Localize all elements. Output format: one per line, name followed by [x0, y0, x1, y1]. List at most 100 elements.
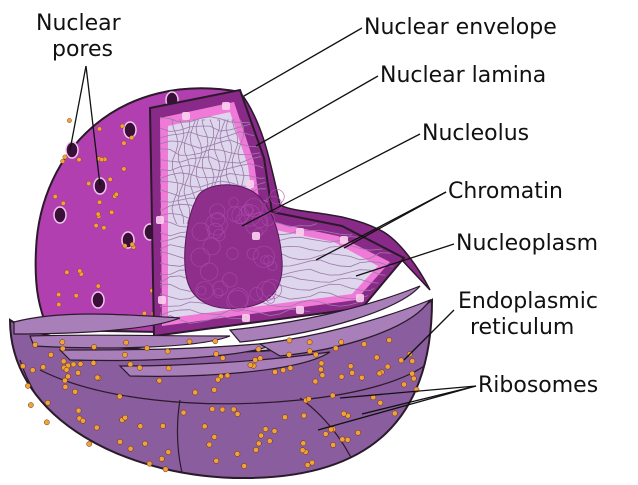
ribosome [234, 411, 241, 417]
ribosome [60, 358, 67, 365]
outer-ribosome [93, 223, 99, 228]
ribosome [255, 440, 262, 447]
outer-ribosome [113, 191, 119, 197]
label-nucleolus: Nucleolus [422, 121, 529, 146]
ribosome [282, 414, 288, 421]
nucleolus-fibril [212, 280, 228, 297]
nuclear-pore [93, 177, 107, 195]
ribosome [215, 376, 221, 383]
nucleolus-texture [190, 189, 285, 312]
nucleolus-fibril [210, 212, 226, 227]
ribosome [213, 351, 220, 357]
ribosome [146, 460, 153, 467]
nucleolus-fibril [200, 262, 219, 281]
ribosome [306, 348, 313, 355]
ribosome [340, 410, 347, 417]
nucleolus-fibril [228, 197, 239, 208]
label-nuclear-pores-1: Nuclear [36, 11, 122, 36]
nucleolus-fibril [249, 287, 264, 301]
nucleolus-fibril [191, 222, 211, 241]
er-cisterna [258, 298, 432, 357]
ribosome [116, 393, 123, 400]
ribosome [192, 389, 199, 396]
endoplasmic-reticulum [8, 285, 434, 480]
ribosome [127, 361, 134, 368]
outer-ribosome [60, 200, 66, 206]
outer-ribosome [99, 157, 105, 162]
ribosome [213, 457, 220, 464]
ribosome [280, 367, 287, 374]
er-cisterna [13, 313, 181, 335]
ribosome [48, 351, 54, 358]
lamina-pore [296, 306, 304, 314]
ribosome [409, 358, 416, 364]
ribosome [262, 426, 269, 432]
ribosome [62, 384, 69, 390]
outer-ribosome [66, 118, 72, 123]
nucleolus-fibril [269, 189, 285, 205]
ribosome [209, 406, 216, 412]
ribosome [330, 442, 337, 448]
label-er-2: reticulum [470, 315, 574, 340]
ribosome [77, 361, 84, 367]
ribosome [75, 369, 81, 376]
ribosome [160, 423, 166, 429]
label-chromatin: Chromatin [448, 179, 563, 204]
chromatin-strand [177, 119, 185, 225]
ribosome [156, 377, 163, 384]
outer-ribosome [64, 269, 70, 275]
ribosome [286, 337, 293, 344]
nuclear-pore [91, 291, 105, 309]
ribosome [344, 436, 351, 443]
outer-ribosome [97, 126, 102, 132]
ribosome [300, 440, 307, 447]
ribosome [329, 392, 336, 399]
lamina-pore [246, 180, 254, 188]
ribosome [59, 345, 66, 352]
outer-ribosome [62, 154, 68, 160]
ribosome [247, 362, 254, 368]
outer-ribosome [56, 292, 62, 297]
nuclear-pore [65, 141, 79, 159]
ribosome [322, 431, 329, 437]
er-cisterna [228, 285, 421, 343]
diagram-labels: Nuclear pores Nuclear envelope Nuclear l… [36, 11, 598, 398]
ribosome [122, 351, 128, 358]
outer-ribosome [119, 123, 125, 129]
ribosome [43, 419, 50, 426]
outer-ribosome [121, 166, 127, 172]
ribosome [347, 363, 354, 370]
ribosome [201, 423, 208, 430]
ribosome [409, 370, 416, 377]
outer-ribosome [77, 268, 83, 274]
outer-ribosome [129, 242, 135, 247]
outer-ribosome [76, 157, 82, 163]
ribosome [339, 436, 346, 443]
leader-lines [69, 27, 477, 431]
leader-nuclear-lamina [255, 75, 379, 147]
leader-er [403, 309, 455, 361]
ribosome [376, 370, 383, 377]
outer-ribosome [101, 225, 107, 231]
ribosome [186, 338, 193, 345]
ribosome [252, 357, 259, 363]
ribosome [271, 428, 278, 434]
ribosome [211, 387, 218, 393]
ribosome [123, 339, 129, 346]
lamina-pore [340, 236, 348, 244]
lamina-pore [156, 216, 164, 224]
ribosome [224, 372, 231, 379]
ribosome [384, 363, 391, 370]
ribosome [165, 449, 172, 455]
ribosome [32, 341, 39, 348]
ribosome [164, 348, 171, 355]
nucleolus-fibril [209, 203, 226, 220]
nucleolus-fibril [226, 290, 249, 312]
ribosome [63, 366, 70, 373]
ribosome [65, 373, 71, 380]
ribosome [117, 439, 123, 445]
ribosome [391, 410, 398, 417]
outer-ribosome [97, 199, 102, 205]
lamina-pore [242, 314, 250, 322]
ribosome [59, 339, 66, 345]
